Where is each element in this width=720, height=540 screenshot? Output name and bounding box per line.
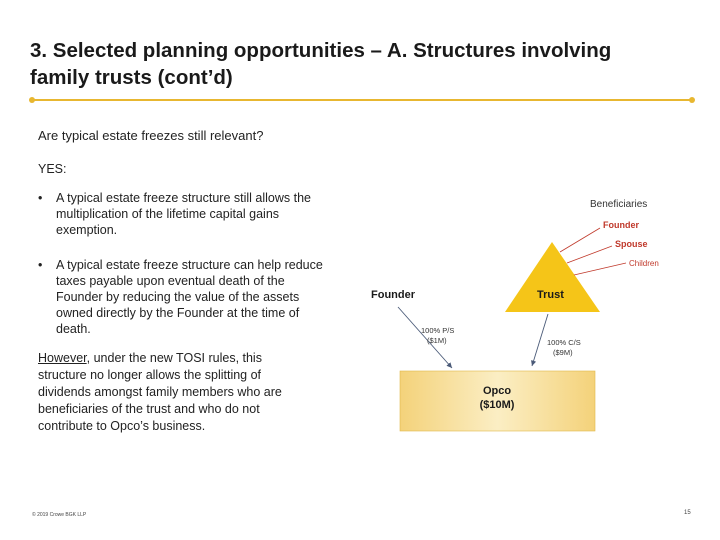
opco-label: Opco xyxy=(483,385,511,397)
beneficiaries-label: Beneficiaries xyxy=(590,199,647,210)
slide-title: 3. Selected planning opportunities – A. … xyxy=(30,39,612,89)
footer-copyright: © 2019 Crowe BGK LLP xyxy=(32,512,87,518)
spouse-pointer-line xyxy=(566,245,613,264)
yes-label: YES: xyxy=(38,162,67,176)
bullet-item: • A typical estate freeze structure stil… xyxy=(38,190,328,238)
ps-arrow xyxy=(397,306,453,369)
spouse-label: Spouse xyxy=(615,239,648,249)
children-label: Children xyxy=(629,259,659,268)
bullet-item: • A typical estate freeze structure can … xyxy=(38,257,328,337)
opco-box xyxy=(399,370,596,432)
title-rule xyxy=(29,97,695,103)
ps-label-line2: ($1M) xyxy=(427,336,447,345)
opco-value-label: ($10M) xyxy=(480,399,515,411)
bullet-icon: • xyxy=(38,191,43,205)
bullet-text: A typical estate freeze structure still … xyxy=(56,191,311,237)
cs-arrow xyxy=(531,313,549,367)
trust-label: Trust xyxy=(537,289,564,301)
founder-label: Founder xyxy=(371,289,416,301)
cs-label-line2: ($9M) xyxy=(553,348,573,357)
rule-dot-right xyxy=(689,97,695,103)
bullet-icon: • xyxy=(38,258,43,272)
trust-triangle xyxy=(505,242,600,312)
bullet-text: A typical estate freeze structure can he… xyxy=(56,258,323,336)
founder-beneficiary-label: Founder xyxy=(603,220,639,230)
founder-pointer-line xyxy=(559,227,601,253)
page-number: 15 xyxy=(684,510,691,516)
ps-label-line1: 100% P/S xyxy=(421,326,454,335)
however-lead: However xyxy=(38,351,87,365)
question-text: Are typical estate freezes still relevan… xyxy=(38,128,264,143)
children-pointer-line xyxy=(573,262,627,276)
cs-label-line1: 100% C/S xyxy=(547,338,581,347)
rule-dot-left xyxy=(29,97,35,103)
however-paragraph: However, under the new TOSI rules, this … xyxy=(38,350,313,435)
however-rest: , under the new TOSI rules, this structu… xyxy=(38,351,282,433)
